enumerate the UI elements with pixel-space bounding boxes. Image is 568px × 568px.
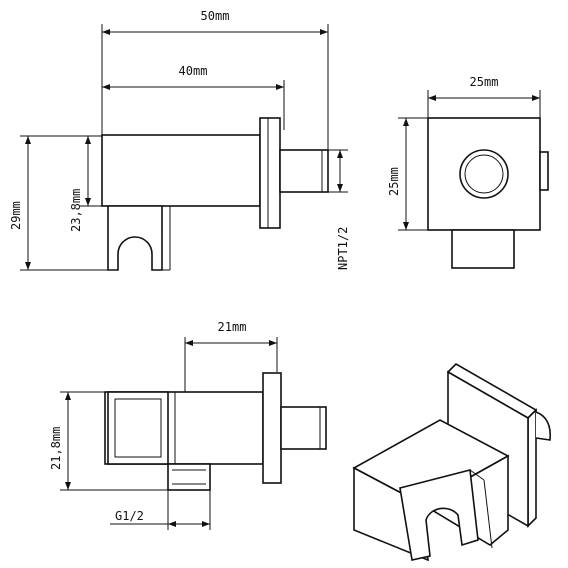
dim-body-height: 23,8mm: [69, 189, 83, 232]
side-view: 50mm 40mm NPT1/2 29mm: [9, 9, 350, 271]
holder-block: [107, 391, 169, 465]
bottom-view: 21mm 21,8mm G1/2: [49, 320, 327, 530]
body-outline: [101, 134, 261, 207]
bottom-flange: [262, 372, 282, 484]
front-stem: [451, 229, 515, 269]
flange: [259, 117, 281, 229]
dim-bottom-height: 21,8mm: [49, 427, 63, 470]
dim-bottom-width: 21mm: [218, 320, 247, 334]
holder-hook: [107, 205, 163, 271]
dim-body-width: 40mm: [179, 64, 208, 78]
dim-front-height: 25mm: [387, 167, 401, 196]
isometric-view: [352, 363, 552, 562]
bottom-pipe: [280, 406, 327, 450]
dim-total-height: 29mm: [9, 201, 23, 230]
outlet-ring: [459, 149, 509, 199]
iso-holder-hook: [399, 468, 479, 561]
dim-thread-g: G1/2: [115, 509, 144, 523]
bottom-thread-fitting: [167, 463, 211, 491]
dim-front-width: 25mm: [470, 75, 499, 89]
front-view: 25mm 25mm: [387, 75, 549, 269]
dim-overall-width: 50mm: [201, 9, 230, 23]
dim-thread-npt: NPT1/2: [336, 227, 350, 270]
threaded-pipe: [279, 149, 329, 193]
